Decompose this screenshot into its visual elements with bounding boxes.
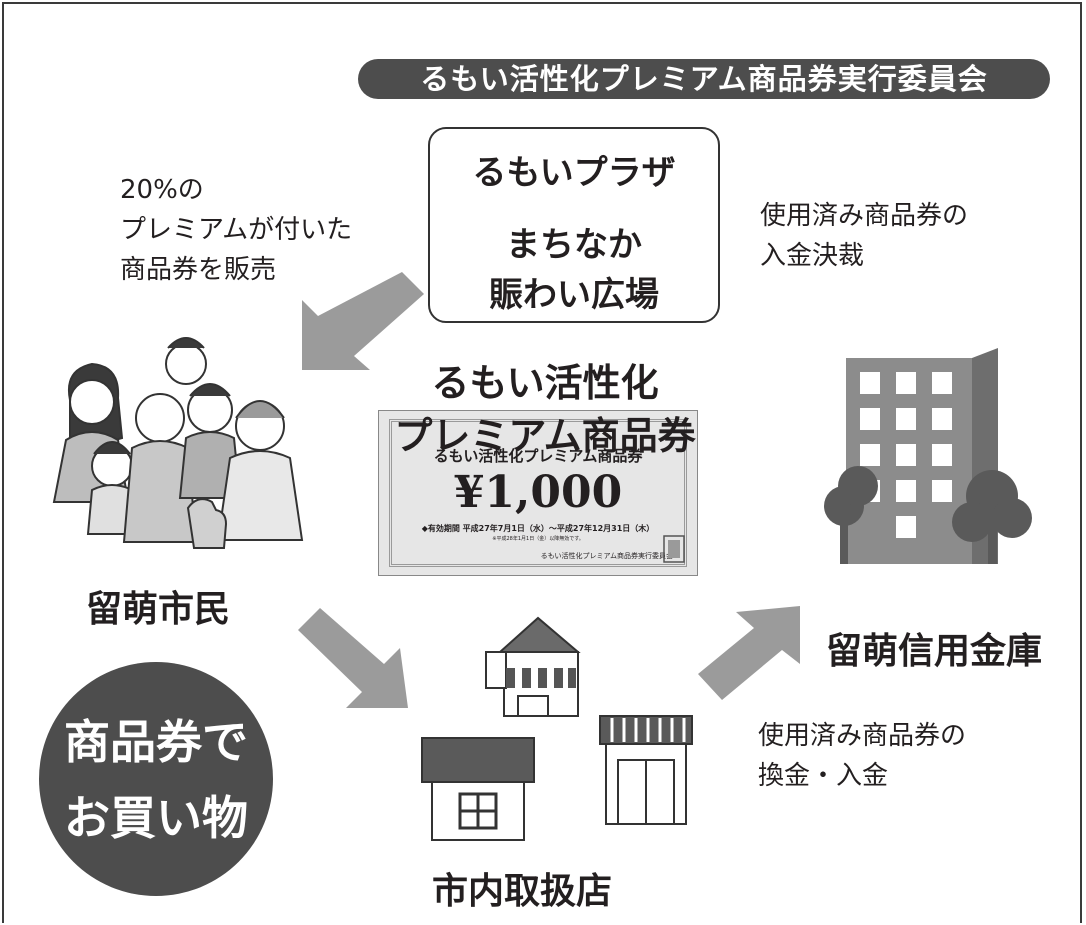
plaza-subname-line1: まちなか [506, 225, 642, 265]
voucher-issuer: るもい活性化プレミアム商品券実行委員会 [540, 552, 673, 560]
settlement-note-line2: 入金決裁 [760, 241, 865, 271]
voucher-border [389, 419, 687, 567]
arrow-to-bank-icon [698, 606, 800, 700]
committee-banner: るもい活性化プレミアム商品券実行委員会 [358, 59, 1050, 99]
voucher-note: ※平成28年1月1日（金）以降無効です。 [492, 536, 584, 542]
arrow-to-citizens-icon [302, 272, 424, 370]
bank-label: 留萌信用金庫 [826, 631, 1043, 672]
store-shutter-icon [599, 715, 693, 825]
voucher-title-line2: プレミアム商品券 [394, 414, 696, 458]
bank-building-icon [824, 348, 1032, 564]
store-house-icon [421, 737, 535, 841]
arrow-to-stores-icon [298, 608, 408, 708]
exchange-note-line2: 換金・入金 [758, 761, 889, 791]
exchange-note-line1: 使用済み商品券の [758, 721, 967, 751]
plaza-name: るもいプラザ [472, 153, 676, 193]
stores-label: 市内取扱店 [432, 871, 613, 912]
shopping-line1: 商品券で [64, 715, 248, 769]
sales-location-box: るもいプラザ まちなか 賑わい広場 [428, 127, 720, 323]
settlement-note-line1: 使用済み商品券の [760, 201, 969, 231]
settlement-note: 使用済み商品券の 入金決裁 [760, 196, 968, 276]
voucher-title-line1: るもい活性化 [431, 361, 659, 405]
voucher-name: るもい活性化プレミアム商品券 [433, 447, 643, 465]
voucher-period: ◆有効期間 平成27年7月1日（水）～平成27年12月31日（木） [421, 524, 655, 533]
sales-note: 20%の プレミアムが付いた 商品券を販売 [120, 170, 352, 290]
voucher-amount: ¥1,000 [453, 467, 623, 518]
voucher-ticket: るもい活性化プレミアム商品券 ¥1,000 ◆有効期間 平成27年7月1日（水）… [378, 410, 698, 576]
voucher-stamp-icon [663, 535, 685, 563]
sales-note-line1: 20%の [120, 175, 204, 205]
citizens-family-icon [52, 337, 304, 549]
exchange-note: 使用済み商品券の 換金・入金 [758, 716, 966, 796]
shopping-line2: お買い物 [64, 791, 248, 845]
citizens-label: 留萌市民 [86, 589, 231, 630]
shopping-badge: 商品券で お買い物 [39, 662, 273, 896]
sales-note-line2: プレミアムが付いた [120, 215, 353, 245]
sales-note-line3: 商品券を販売 [120, 255, 277, 285]
store-awning-icon [485, 616, 581, 717]
plaza-subname-line2: 賑わい広場 [489, 275, 659, 315]
